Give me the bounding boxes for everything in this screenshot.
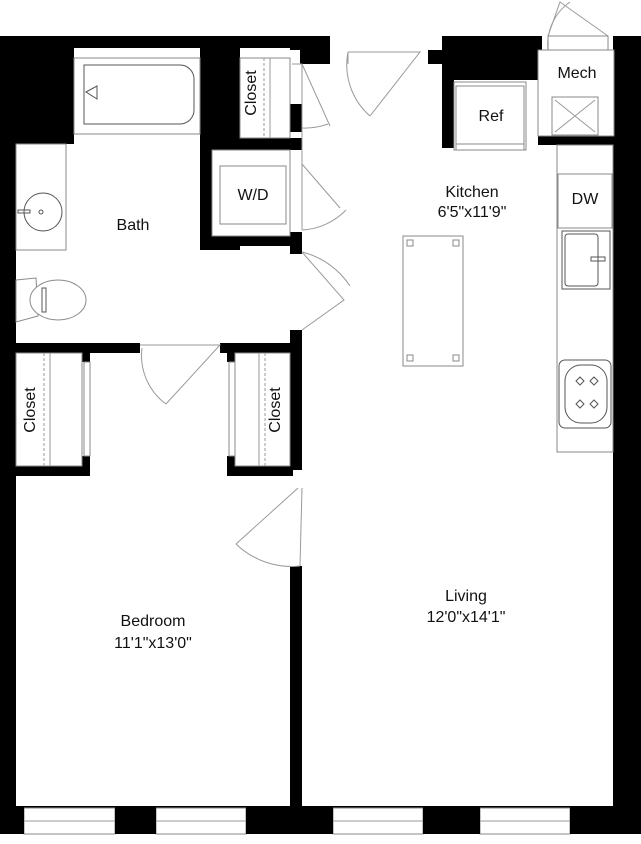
bedroom-closets: [15, 352, 291, 467]
living-dimensions: 12'0"x14'1": [426, 609, 506, 626]
top-closet-label: Closet: [243, 70, 260, 116]
washer-dryer: [211, 149, 291, 237]
bedroom-dimensions: 11'1"x13'0": [114, 635, 192, 652]
bedroom-label: Bedroom: [120, 613, 186, 630]
washer-dryer-label: W/D: [237, 187, 269, 204]
kitchen-dimensions: 6'5"x11'9": [437, 204, 507, 221]
toilet: [15, 277, 87, 323]
refrigerator: [453, 81, 527, 151]
mech-label: Mech: [557, 65, 597, 82]
kitchen-label: Kitchen: [445, 184, 499, 201]
mech-room: [537, 49, 615, 137]
interior-walls: [14, 104, 302, 812]
kitchen-counter: [556, 144, 614, 453]
bath-label: Bath: [116, 217, 150, 234]
kitchen-island: [402, 235, 464, 367]
exterior-walls: [0, 36, 641, 818]
windows: [0, 806, 641, 835]
top-closet-area: [239, 57, 291, 139]
bathtub: [73, 57, 201, 135]
living-label: Living: [445, 588, 487, 605]
refrigerator-label: Ref: [478, 108, 504, 125]
dishwasher-label: DW: [571, 191, 599, 208]
bathroom-sink: [15, 143, 67, 251]
doors: [140, 1, 609, 567]
bedroom-right-closet-label: Closet: [267, 387, 284, 433]
bedroom-left-closet-label: Closet: [22, 387, 39, 433]
